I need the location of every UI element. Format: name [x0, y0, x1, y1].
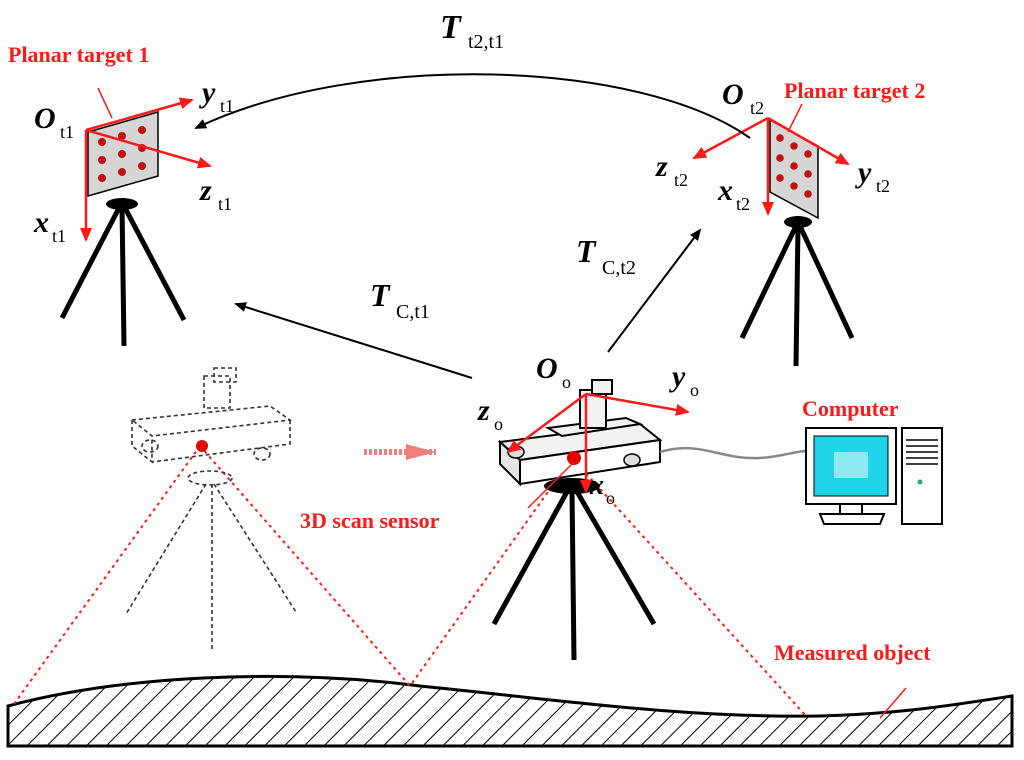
svg-text:T: T [576, 233, 597, 269]
frame-t1-x-label: x t1 [33, 206, 66, 246]
svg-text:o: o [562, 372, 571, 392]
label-t-c-t1: T C,t1 [370, 277, 430, 323]
svg-text:t1: t1 [220, 96, 234, 116]
svg-text:t2: t2 [736, 194, 750, 214]
tripod-2-head [784, 216, 812, 228]
svg-text:x: x [33, 206, 49, 239]
tripod-2 [739, 224, 855, 367]
frame-t2-z-label: z t2 [655, 150, 688, 190]
svg-text:o: o [494, 414, 503, 434]
frame-o-axes [506, 392, 690, 494]
arrow-c-t2 [607, 228, 702, 353]
svg-text:t1: t1 [60, 122, 74, 142]
tripod-1 [59, 204, 187, 347]
leader-line-sensor [527, 461, 575, 509]
leader-line-target-2 [787, 103, 803, 133]
computer-label: Computer [802, 396, 899, 421]
leader-line-target-1 [97, 87, 113, 119]
svg-text:T: T [370, 277, 391, 313]
ghost-sensor-lens [196, 440, 208, 452]
planar-target-1-label: Planar target 1 [8, 42, 149, 67]
svg-text:t2: t2 [674, 170, 688, 190]
sensor-tripod [491, 488, 657, 661]
svg-text:o: o [690, 380, 699, 400]
svg-text:t2: t2 [876, 176, 890, 196]
frame-o-x-label: x o [589, 470, 615, 508]
frame-t1-axes [80, 97, 212, 242]
frame-t2-x-label: x t2 [717, 174, 750, 214]
svg-text:z: z [655, 150, 668, 183]
frame-t2-axes [692, 116, 850, 216]
svg-text:t2,t1: t2,t1 [468, 31, 504, 53]
svg-text:O: O [536, 352, 558, 385]
svg-text:o: o [606, 488, 615, 508]
sensor-cable [659, 446, 819, 460]
sensor-label: 3D scan sensor [300, 508, 440, 533]
move-arrow [364, 444, 436, 460]
svg-text:O: O [34, 102, 56, 135]
frame-t2-origin-label: O t2 [722, 78, 764, 118]
leader-line-object [879, 687, 907, 719]
svg-text:C,t1: C,t1 [396, 301, 430, 323]
svg-text:t1: t1 [52, 226, 66, 246]
frame-o-y-label: y o [669, 360, 699, 400]
svg-text:y: y [855, 156, 872, 189]
scan-field-lines [13, 445, 807, 717]
frame-t1-y-label: y t1 [199, 76, 234, 116]
computer [805, 427, 943, 525]
frame-t2-y-label: y t2 [855, 156, 890, 196]
svg-text:T: T [440, 9, 462, 46]
frame-t1-z-label: z t1 [199, 174, 232, 214]
frame-o-origin-label: O o [536, 352, 571, 392]
planar-target-2-label: Planar target 2 [784, 78, 925, 103]
ghost-sensor [125, 367, 297, 650]
tripod-1-head [106, 198, 138, 210]
svg-text:y: y [669, 360, 686, 393]
frame-t1-origin-label: O t1 [34, 102, 74, 142]
svg-text:z: z [477, 394, 490, 427]
scan-sensor [497, 379, 663, 487]
arrow-c-t1 [234, 302, 473, 379]
svg-text:y: y [199, 76, 216, 109]
frame-o-z-label: z o [477, 394, 503, 434]
svg-text:t1: t1 [218, 194, 232, 214]
svg-text:x: x [589, 470, 604, 501]
measured-object-label: Measured object [774, 640, 931, 665]
planar-target-2 [769, 118, 819, 220]
measured-object [6, 675, 1014, 748]
sensor-lens [567, 451, 581, 465]
svg-text:O: O [722, 78, 744, 111]
svg-text:z: z [199, 174, 212, 207]
planar-target-1 [87, 111, 159, 197]
svg-text:x: x [717, 174, 733, 207]
label-t-c-t2: T C,t2 [576, 233, 636, 279]
svg-text:t2: t2 [750, 98, 764, 118]
svg-text:C,t2: C,t2 [602, 257, 636, 279]
arrow-t2-t1 [194, 73, 751, 139]
label-t-t2-t1: T t2,t1 [440, 9, 504, 53]
